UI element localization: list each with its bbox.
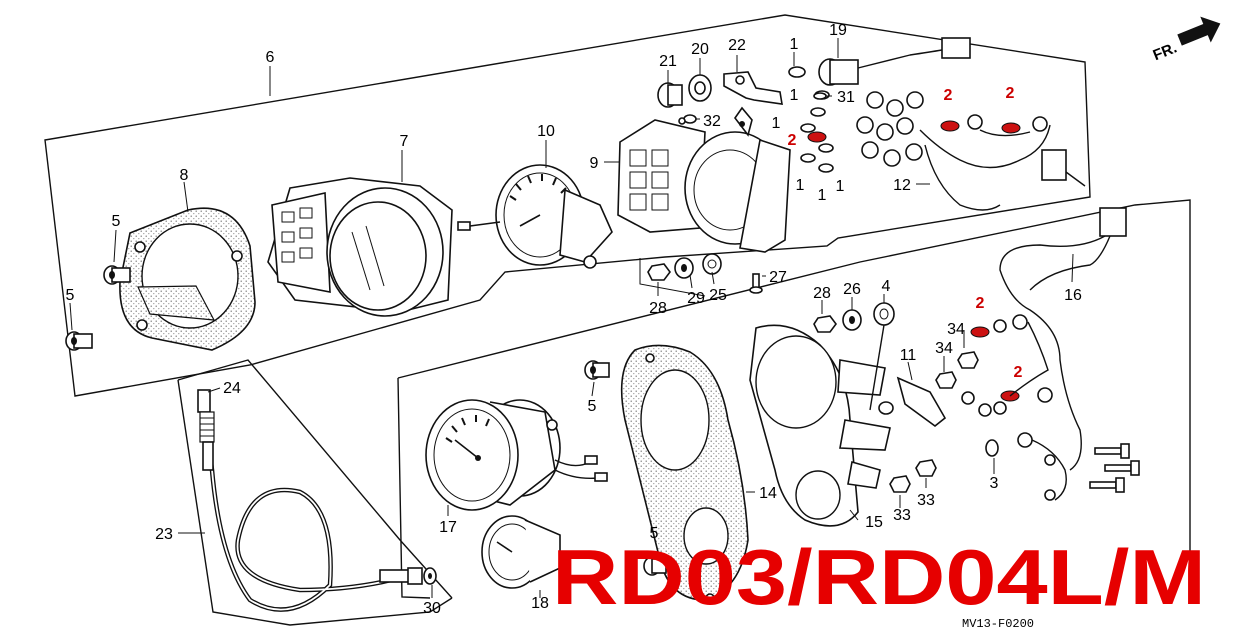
label-part-2-e: 2 <box>1014 364 1023 381</box>
label-part-23: 23 <box>155 526 173 543</box>
label-part-1-b: 1 <box>790 87 799 104</box>
label-part-31: 31 <box>837 89 855 106</box>
part-19-bulb-socket-icon <box>818 37 971 86</box>
leader-lines <box>69 38 1074 598</box>
part-20-grommet-icon <box>688 74 712 102</box>
label-part-25: 25 <box>709 287 727 304</box>
diagram-code: MV13-F0200 <box>962 617 1034 631</box>
part-4-damper-icon <box>873 302 895 326</box>
part-5-grommet-lower-icon <box>584 360 667 576</box>
label-part-5-d: 5 <box>650 525 659 542</box>
label-part-1-e: 1 <box>818 187 827 204</box>
part-9-meter-housing-icon <box>617 106 791 253</box>
label-part-24: 24 <box>223 380 241 397</box>
part-22-bracket-icon <box>723 71 783 105</box>
label-part-18: 18 <box>531 595 549 612</box>
label-part-11: 11 <box>900 347 917 364</box>
label-part-19: 19 <box>829 22 847 39</box>
label-part-34-b: 34 <box>935 340 953 357</box>
part-34-nut-icon <box>935 351 979 389</box>
label-part-30: 30 <box>423 600 441 617</box>
label-part-2-c: 2 <box>1006 85 1015 102</box>
label-part-3-b: 3 <box>890 584 899 601</box>
part-29-washer-icon <box>674 257 694 279</box>
part-31-screw-icon <box>813 92 827 100</box>
part-18-gauge-icon <box>481 515 561 589</box>
part-11-holder-icon <box>896 376 947 428</box>
label-part-28-b: 28 <box>813 285 831 302</box>
label-part-29: 29 <box>687 290 705 307</box>
label-part-26: 26 <box>843 281 861 298</box>
front-arrow-icon: FR. <box>1151 16 1221 64</box>
label-part-2-b: 2 <box>944 87 953 104</box>
label-part-5-c: 5 <box>588 398 597 415</box>
label-part-15: 15 <box>865 514 883 531</box>
label-part-5-a: 5 <box>112 213 121 230</box>
label-part-14: 14 <box>759 485 777 502</box>
part-25-washer-icon <box>702 253 722 275</box>
mounting-bolt-icon <box>1089 443 1140 493</box>
part-32-screw-icon <box>678 114 697 125</box>
label-part-22: 22 <box>728 37 746 54</box>
label-part-28-a: 28 <box>649 300 667 317</box>
part-24-cable-end-icon <box>197 389 215 471</box>
part-23-speedometer-cable-icon <box>199 391 411 612</box>
highlighted-part-labels: 2 2 2 2 2 <box>788 85 1023 381</box>
label-part-32: 32 <box>703 113 721 130</box>
group-outlines <box>44 14 1191 626</box>
part-21-socket-icon <box>657 82 683 108</box>
label-part-10: 10 <box>537 123 555 140</box>
label-part-1-c: 1 <box>772 115 781 132</box>
part-27-screw-icon <box>749 273 763 294</box>
part-number-labels: 6 8 7 10 9 21 20 22 19 1 1 1 1 1 1 31 32… <box>66 22 1082 617</box>
label-part-5-b: 5 <box>66 287 75 304</box>
part-8-gasket-icon <box>119 207 256 351</box>
label-part-33-a: 33 <box>893 507 911 524</box>
label-part-8: 8 <box>180 167 189 184</box>
label-part-1-f: 1 <box>836 178 845 195</box>
part-33-nut-icon <box>889 459 937 493</box>
part-28-nut-icon <box>647 263 837 333</box>
label-part-16: 16 <box>1064 287 1082 304</box>
label-part-2-d: 2 <box>976 295 985 312</box>
part-2-highlighted-bulb-icon <box>807 120 1021 402</box>
label-part-6: 6 <box>266 49 275 66</box>
model-title: RD03/RD04L/M <box>552 533 1206 621</box>
label-part-9: 9 <box>590 155 599 172</box>
label-part-21: 21 <box>659 53 677 70</box>
cable-lower-end-icon <box>379 567 423 585</box>
front-label: FR. <box>1151 39 1180 64</box>
part-17-speedometer-icon <box>425 399 608 511</box>
label-part-17: 17 <box>439 519 457 536</box>
part-30-ring-icon <box>423 567 437 585</box>
part-14-gasket-icon <box>620 344 749 603</box>
part-10-tachometer-icon <box>457 164 613 269</box>
label-part-1-a: 1 <box>790 36 799 53</box>
part-3-bulb-icon <box>985 439 999 457</box>
label-part-2-a: 2 <box>788 132 797 149</box>
label-part-20: 20 <box>691 41 709 58</box>
label-part-27: 27 <box>769 269 787 286</box>
part-12-wire-harness-icon <box>856 91 1086 211</box>
part-5-grommet-icon <box>65 265 131 351</box>
label-part-33-b: 33 <box>917 492 935 509</box>
part-26-washer-icon <box>842 309 862 331</box>
label-part-1-d: 1 <box>796 177 805 194</box>
label-part-12: 12 <box>893 177 911 194</box>
part-16-wire-harness-icon <box>961 207 1127 501</box>
label-part-34-a: 34 <box>947 321 965 338</box>
part-15-meter-bracket-icon <box>749 324 894 527</box>
label-part-7: 7 <box>400 133 409 150</box>
label-part-3-a: 3 <box>990 475 999 492</box>
label-part-4: 4 <box>882 278 891 295</box>
part-7-meter-case-icon <box>267 177 453 317</box>
